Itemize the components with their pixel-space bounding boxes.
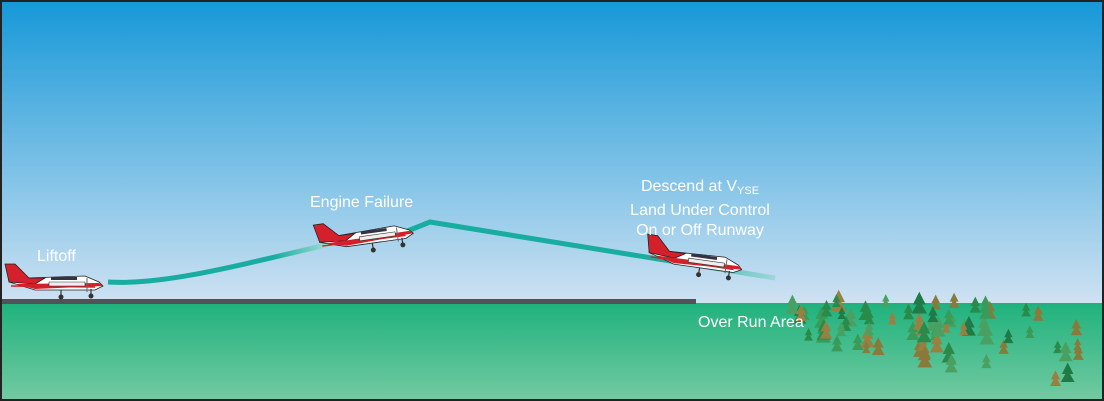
label-on-off-runway: On or Off Runway [636,222,764,239]
label-engine-failure: Engine Failure [310,194,414,211]
label-descend: Descend at VYSE Land Under Control On or… [600,177,800,241]
sky [0,0,1104,304]
label-overrun-area: Over Run Area [698,314,804,331]
label-land-under-control: Land Under Control [630,202,770,219]
flight-path-climb [107,241,331,285]
runway [0,299,696,304]
descend-text: Descend at V [640,178,738,195]
label-liftoff: Liftoff [37,248,76,265]
vyse-subscript: YSE [737,185,760,197]
label-descend-line: Descend at VYSE [600,177,800,201]
flight-path-descent [404,219,776,281]
